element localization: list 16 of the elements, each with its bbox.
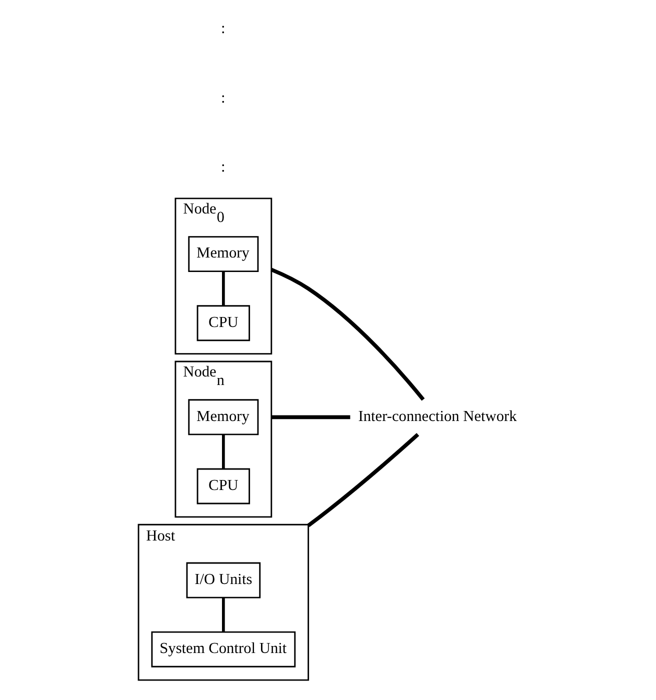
node-box: CPU <box>196 305 250 342</box>
label: : <box>221 20 226 38</box>
node-box: Memory <box>188 236 259 272</box>
connector <box>222 271 225 306</box>
connector <box>222 598 225 632</box>
node-box: System Control Unit <box>151 631 296 668</box>
node-box: Memory <box>188 399 259 436</box>
connector <box>307 433 420 528</box>
label: : <box>221 89 226 106</box>
connector <box>271 415 350 420</box>
node-box: I/O Units <box>186 562 261 598</box>
connector <box>270 268 425 401</box>
label: : <box>221 158 226 176</box>
node-box: CPU <box>196 468 250 504</box>
node-text: Inter-connection Network <box>358 408 517 425</box>
connector <box>222 434 225 469</box>
